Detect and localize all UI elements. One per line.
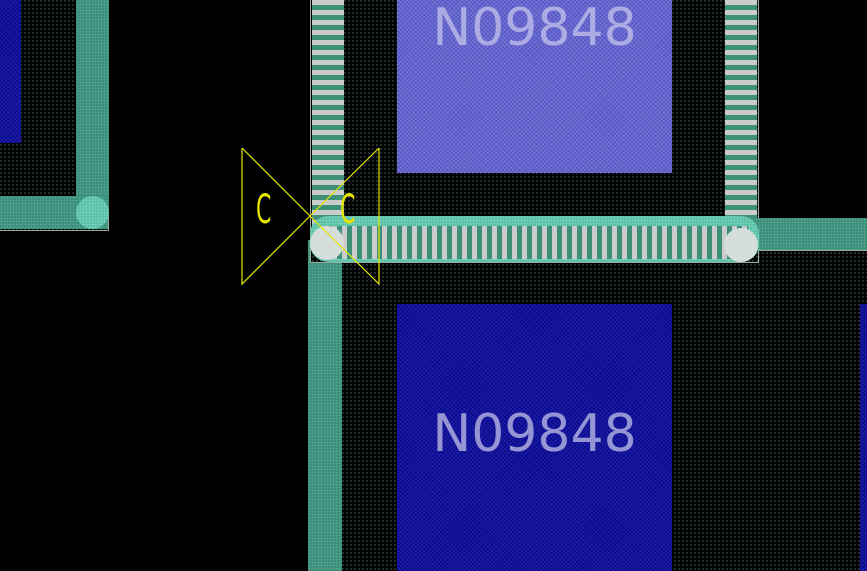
trace-vertical-selected-left[interactable] [312, 0, 344, 240]
component-N09848-top[interactable]: N09848 [397, 0, 672, 173]
marker-right-triangle [309, 147, 380, 286]
trace-vertical[interactable] [76, 0, 109, 229]
trace-vertical-left[interactable] [308, 240, 342, 571]
marker-letter-left: C [256, 187, 272, 233]
capacitor-marker-icon[interactable] [240, 146, 382, 286]
component-N09848-bottom[interactable]: N09848 [397, 304, 672, 571]
marker-letter-right: C [340, 187, 356, 233]
net-label: N09848 [432, 404, 637, 464]
trace-end-right[interactable] [724, 228, 758, 262]
trace-horizontal-right[interactable] [740, 218, 867, 250]
trace-horizontal-selected[interactable] [322, 226, 748, 259]
marker-left-triangle [241, 147, 311, 286]
trace-endpoint[interactable] [76, 196, 109, 229]
net-label: N09848 [432, 0, 637, 58]
trace-end-left[interactable] [310, 226, 344, 260]
component-body-partial[interactable] [0, 0, 21, 143]
trace-vertical-selected-right[interactable] [725, 0, 757, 245]
component-body-partial-right[interactable] [860, 304, 867, 571]
